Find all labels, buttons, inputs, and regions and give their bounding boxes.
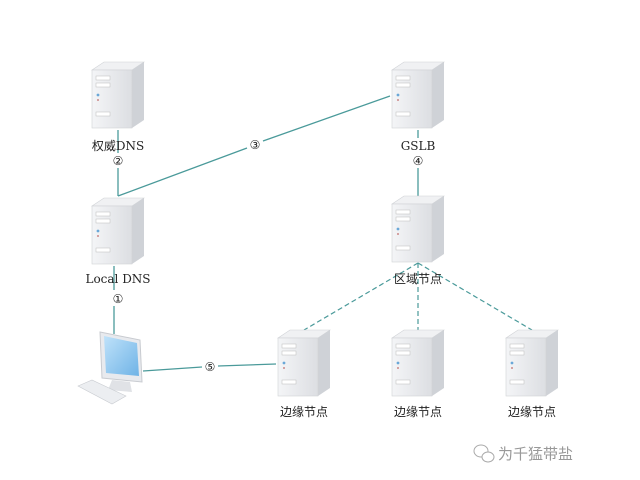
label-regional-node: 区域节点 <box>394 272 442 286</box>
server-icon-regional-node <box>391 195 445 263</box>
step-3-marker: ③ <box>250 138 261 152</box>
label-edge-node-1: 边缘节点 <box>280 405 328 419</box>
server-icon-local-dns <box>91 197 145 265</box>
link-localdns-gslb-a <box>117 147 248 197</box>
label-authoritative-dns: 权威DNS <box>92 139 144 153</box>
watermark-text: 为千猛带盐 <box>498 445 573 463</box>
label-edge-node-3: 边缘节点 <box>508 405 556 419</box>
server-icon-authoritative-dns <box>91 61 145 129</box>
link-regional-edge-3 <box>417 262 533 331</box>
computer-icon <box>77 331 143 405</box>
label-edge-node-2: 边缘节点 <box>394 405 442 419</box>
step-2-marker: ② <box>113 154 124 168</box>
wechat-icon <box>473 444 495 463</box>
server-icon-edge-node-3 <box>505 329 559 397</box>
link-client-edge-b <box>217 363 277 367</box>
step-5-marker: ⑤ <box>205 360 216 374</box>
link-client-edge-a <box>142 366 203 372</box>
server-icon-edge-node-2 <box>391 329 445 397</box>
step-4-marker: ④ <box>413 154 424 168</box>
label-gslb: GSLB <box>401 139 436 153</box>
link-localdns-gslb-b <box>262 95 391 142</box>
label-local-dns: Local DNS <box>85 272 150 286</box>
server-icon-edge-node-1 <box>277 329 331 397</box>
link-regional-edge-1 <box>303 262 419 331</box>
server-icon-gslb <box>391 61 445 129</box>
step-1-marker: ① <box>113 292 124 306</box>
